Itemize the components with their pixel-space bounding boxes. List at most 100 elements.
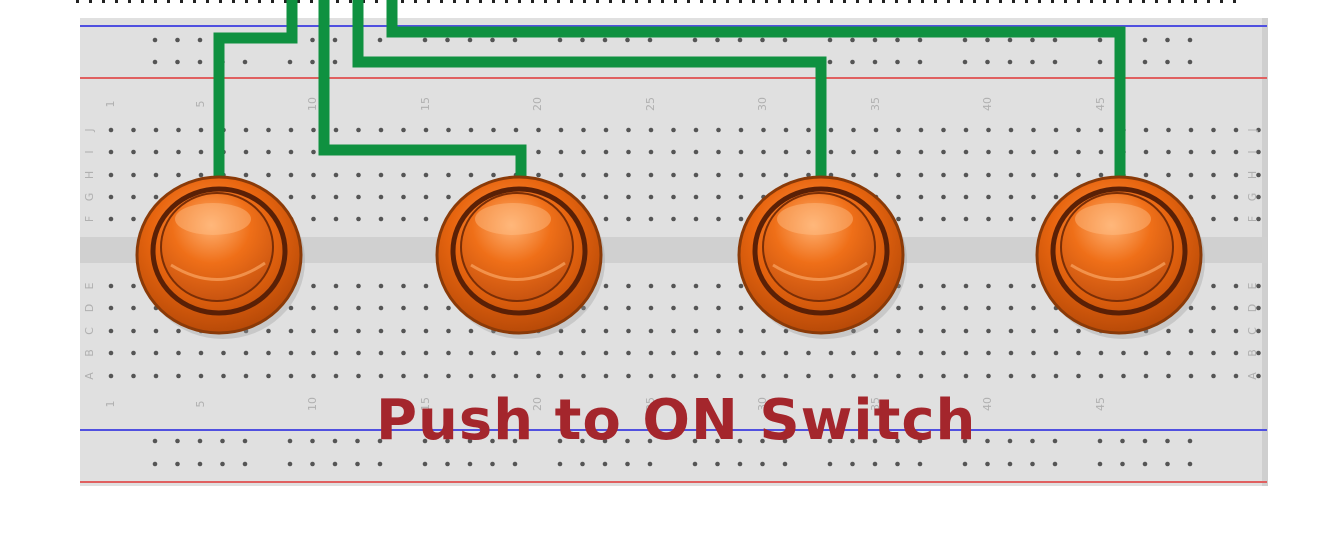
edge-dot — [284, 0, 287, 3]
rail-hole — [242, 438, 248, 444]
row-letter: A — [83, 372, 96, 380]
row-letter: I — [83, 150, 96, 153]
hole — [963, 127, 969, 133]
hole — [1211, 194, 1216, 200]
hole — [896, 373, 901, 379]
hole — [693, 328, 699, 334]
column-number: 25 — [644, 97, 657, 111]
rail-hole — [985, 438, 990, 444]
hole — [1211, 283, 1216, 289]
hole — [716, 350, 721, 356]
hole — [1098, 149, 1104, 155]
hole — [108, 305, 114, 311]
hole — [671, 305, 676, 311]
rail-hole — [152, 59, 158, 65]
hole — [873, 127, 879, 133]
hole — [896, 305, 901, 311]
edge-dot — [375, 0, 378, 3]
hole — [288, 149, 294, 155]
hole — [828, 373, 834, 379]
hole — [828, 350, 834, 356]
hole — [671, 328, 676, 334]
edge-dot — [1012, 0, 1015, 3]
rail-hole — [737, 461, 743, 467]
hole — [671, 283, 676, 289]
hole — [896, 149, 901, 155]
hole — [378, 216, 384, 222]
edge-dot — [414, 0, 417, 3]
hole — [581, 373, 586, 379]
edge-dot — [492, 0, 495, 3]
push-switch-1[interactable] — [135, 175, 305, 339]
edge-dot — [882, 0, 885, 3]
edge-dot — [999, 0, 1002, 3]
hole — [648, 127, 654, 133]
rail-hole — [850, 461, 855, 467]
hole — [1143, 350, 1149, 356]
push-switch-3[interactable] — [737, 175, 907, 339]
column-number: 40 — [981, 97, 994, 111]
hole — [626, 350, 631, 356]
hole — [1233, 350, 1239, 356]
hole — [738, 350, 744, 356]
rail-hole — [1052, 37, 1058, 43]
hole — [108, 127, 114, 133]
hole — [266, 328, 271, 334]
hole — [918, 373, 924, 379]
rail-hole — [692, 438, 698, 444]
wire-1 — [213, 0, 298, 182]
hole — [761, 350, 766, 356]
hole — [671, 194, 676, 200]
hole — [446, 350, 451, 356]
push-switch-4[interactable] — [1035, 175, 1205, 339]
rail-hole — [962, 59, 968, 65]
hole — [941, 194, 946, 200]
edge-dot — [726, 0, 729, 3]
hole — [716, 194, 721, 200]
edge-dot — [336, 0, 339, 3]
edge-dot — [518, 0, 521, 3]
hole — [918, 127, 924, 133]
hole — [783, 127, 789, 133]
hole — [378, 194, 384, 200]
hole — [1031, 194, 1036, 200]
hole — [828, 149, 834, 155]
hole — [401, 127, 406, 133]
hole — [243, 172, 249, 178]
hole — [1256, 328, 1261, 334]
edge-dot — [895, 0, 898, 3]
hole — [356, 194, 361, 200]
hole — [1211, 172, 1216, 178]
edge-dot — [128, 0, 131, 3]
rail-hole — [1165, 438, 1170, 444]
hole — [986, 350, 991, 356]
hole — [1076, 350, 1081, 356]
hole — [738, 216, 744, 222]
column-number: 45 — [1094, 397, 1107, 411]
hole — [693, 194, 699, 200]
hole — [446, 305, 451, 311]
edge-dot — [557, 0, 560, 3]
column-number: 10 — [306, 397, 319, 411]
hole — [851, 373, 856, 379]
hole — [378, 328, 384, 334]
hole — [1256, 149, 1261, 155]
rail-hole — [422, 37, 428, 43]
row-letter: D — [1246, 304, 1259, 312]
hole — [356, 127, 361, 133]
rail-hole — [220, 438, 225, 444]
rail-hole — [512, 438, 518, 444]
row-letter: I — [1246, 150, 1259, 153]
hole — [1211, 127, 1216, 133]
hole — [311, 373, 316, 379]
hole — [1233, 373, 1239, 379]
row-letter: B — [1246, 349, 1259, 357]
hole — [1211, 216, 1216, 222]
edge-dot — [1181, 0, 1184, 3]
rail-hole — [1165, 59, 1170, 65]
push-switch-2[interactable] — [435, 175, 605, 339]
hole — [1076, 127, 1081, 133]
rail-hole — [625, 461, 630, 467]
hole — [648, 350, 654, 356]
hole — [1188, 305, 1194, 311]
